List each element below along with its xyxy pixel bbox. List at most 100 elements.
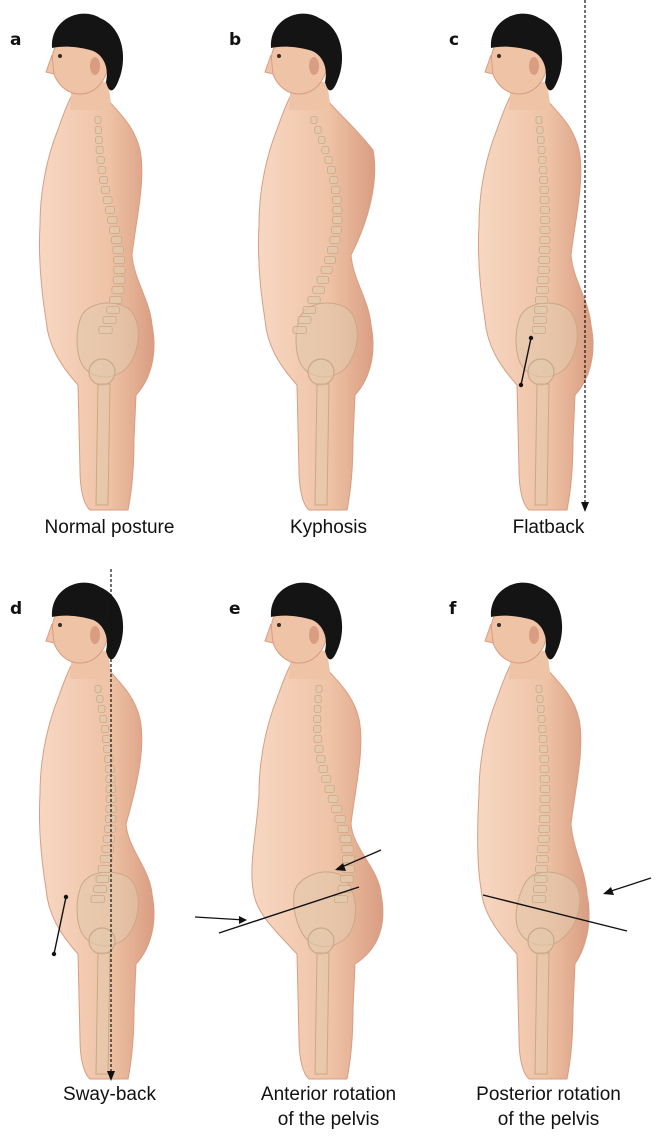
vertebra (537, 706, 544, 713)
eye (497, 623, 501, 627)
vertebra (330, 177, 338, 184)
vertebra (540, 227, 550, 234)
vertebra (317, 277, 329, 284)
ear (90, 626, 100, 644)
ear (529, 626, 539, 644)
vertebra (540, 207, 549, 214)
vertebra (540, 217, 550, 224)
vertebra (536, 117, 542, 124)
vertebra (103, 317, 116, 324)
vertebra (539, 826, 550, 833)
vertebra (114, 257, 125, 264)
vertebra (113, 247, 124, 254)
vertebra (314, 736, 322, 743)
caption-line: Posterior rotation (439, 1082, 658, 1107)
vertebra (536, 856, 548, 863)
arrow-end-top (529, 336, 533, 340)
vertebra (539, 257, 550, 264)
nose (485, 55, 493, 74)
vertebra (540, 177, 548, 184)
vertebra (112, 287, 124, 294)
vertebra (539, 247, 550, 254)
arrow-end-top (64, 895, 68, 899)
arrow-end-bottom (519, 383, 523, 387)
caption-line: Sway-back (0, 1082, 219, 1107)
vertebra (534, 307, 547, 314)
vertebra (101, 726, 108, 733)
vertebra (335, 816, 346, 823)
vertebra (314, 706, 321, 713)
figure-illustration-a (0, 0, 219, 569)
vertebra (110, 227, 120, 234)
vertebra (540, 796, 550, 803)
vertebra (540, 746, 548, 753)
vertebra (111, 237, 121, 244)
vertebra (535, 866, 547, 873)
vertebra (328, 796, 338, 803)
vertebra (101, 187, 109, 194)
vertebra (113, 277, 125, 284)
arrow-end-bottom (52, 952, 56, 956)
vertebra (325, 786, 335, 793)
panel-e: eAnterior rotationof the pelvis (219, 569, 438, 1138)
vertebra (308, 297, 320, 304)
vertebra (540, 187, 548, 194)
vertebra (322, 147, 329, 154)
vertebra (96, 147, 103, 154)
vertebra (94, 886, 107, 893)
vertebra (533, 317, 546, 324)
vertebra (537, 127, 543, 134)
vertebra (536, 686, 542, 693)
eye (58, 54, 62, 58)
vertebra (315, 127, 321, 134)
vertebra (332, 197, 341, 204)
caption-line: of the pelvis (439, 1107, 658, 1132)
vertebra (315, 696, 321, 703)
vertebra (317, 756, 325, 763)
caption-line: Kyphosis (219, 515, 438, 540)
vertebra (315, 746, 323, 753)
vertebra (110, 297, 122, 304)
figure-illustration-d (0, 569, 219, 1138)
vertebra (331, 187, 339, 194)
vertebra (538, 267, 549, 274)
femur (96, 384, 110, 505)
panel-letter: a (10, 30, 21, 50)
vertebra (334, 896, 347, 903)
vertebra (100, 177, 108, 184)
vertebra (538, 147, 545, 154)
ear (309, 626, 319, 644)
vertebra (319, 766, 328, 773)
panel-caption: Flatback (439, 515, 658, 540)
ear (309, 57, 319, 75)
vertebra (298, 317, 311, 324)
vertebra (107, 307, 120, 314)
eye (497, 54, 501, 58)
vertebra (540, 806, 550, 813)
vertebra (332, 806, 342, 813)
vertebra (539, 167, 547, 174)
vertebra (108, 217, 118, 224)
vertebra (303, 307, 316, 314)
panel-letter: c (449, 30, 459, 50)
panel-caption: Anterior rotationof the pelvis (219, 1082, 438, 1132)
vertebra (322, 776, 331, 783)
femoral-head (528, 928, 554, 954)
vertebra (100, 716, 107, 723)
vertebra (95, 686, 101, 693)
femur (96, 953, 110, 1074)
vertebra (539, 726, 546, 733)
vertebra (540, 766, 549, 773)
posterior-arrowhead (603, 887, 614, 895)
panel-letter: d (10, 599, 22, 619)
vertebra (540, 197, 549, 204)
caption-line: Anterior rotation (219, 1082, 438, 1107)
vertebra (327, 247, 338, 254)
nose (265, 624, 273, 643)
panel-caption: Normal posture (0, 515, 219, 540)
vertebra (98, 706, 105, 713)
vertebra (342, 846, 354, 853)
vertebra (538, 836, 549, 843)
